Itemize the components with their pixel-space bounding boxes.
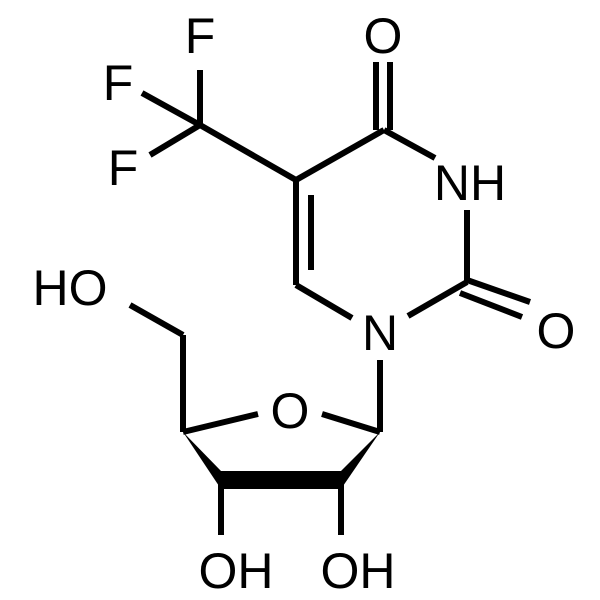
bond-c2-o-upper (466, 277, 531, 305)
bond-cf3-c5 (198, 122, 298, 183)
atom-o-furanose: O (271, 383, 310, 439)
atom-o-right: O (537, 303, 576, 359)
atom-oh-bottom-left: OH (199, 543, 274, 599)
bond-c5prime-o5prime (128, 302, 185, 338)
atom-nh: NH (434, 155, 506, 211)
bond-c-f-middle (140, 90, 202, 128)
atom-f-bottom: F (108, 140, 139, 196)
bond-c1prime-o4prime (321, 411, 381, 435)
atom-n-ring: N (362, 305, 398, 361)
atom-ho-left: HO (33, 260, 108, 316)
atom-f-top: F (185, 8, 216, 64)
bond-c5-c4 (294, 127, 386, 183)
bond-o4prime-c4prime (182, 411, 259, 435)
bond-c-f-bottom (148, 122, 202, 158)
wedge-c2prime-c1prime (341, 432, 380, 489)
bond-c2-n1 (406, 279, 469, 319)
bond-c2-o-lower (458, 290, 524, 320)
wedge-bonds (183, 432, 380, 489)
atom-oh-bottom-right: OH (321, 543, 396, 599)
atom-o-top: O (364, 8, 403, 64)
wedge-c3prime-c2prime (221, 471, 341, 489)
atom-f-middle: F (103, 55, 134, 111)
atom-labels: F F F O NH O N HO O OH OH (33, 8, 576, 599)
bond-n1-c6 (294, 282, 354, 321)
wedge-c4prime-c3prime (183, 432, 221, 489)
bonds (128, 62, 531, 535)
bond-c4-n3 (382, 127, 437, 161)
